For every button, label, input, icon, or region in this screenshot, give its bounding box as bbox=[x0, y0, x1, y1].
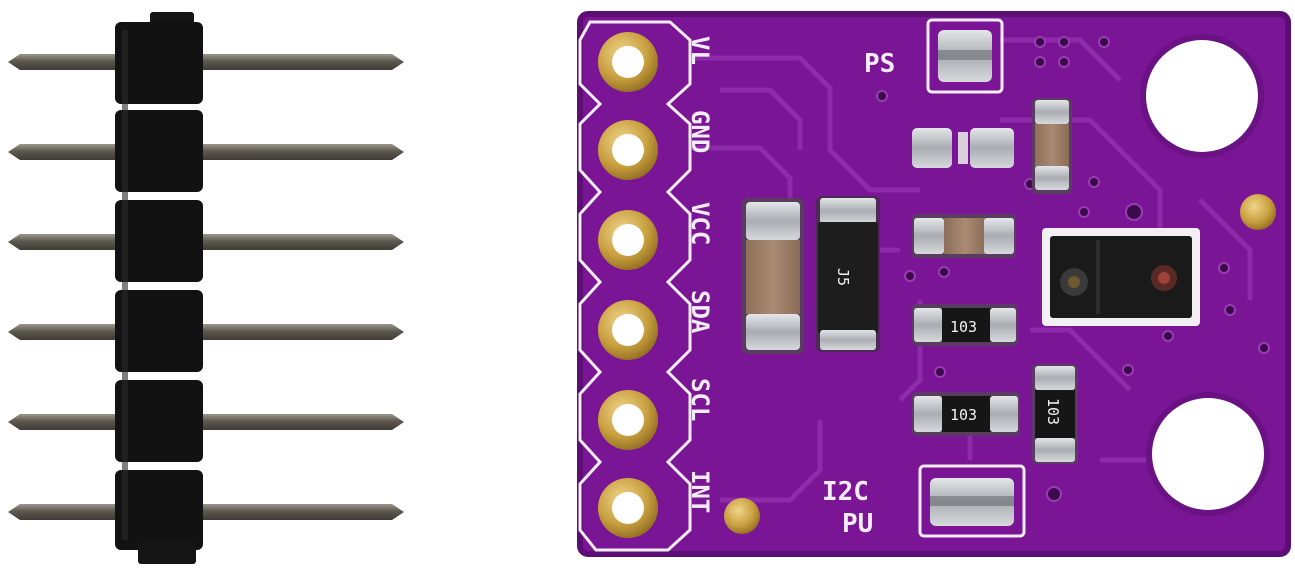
pad-vl bbox=[598, 32, 658, 92]
mounting-holes bbox=[1140, 34, 1270, 516]
header-pin bbox=[8, 504, 404, 520]
resistor-a: 103 bbox=[912, 304, 1018, 346]
resistor-b: 103 bbox=[912, 392, 1020, 436]
pin-label-vl: VL bbox=[686, 36, 714, 65]
capacitor-large bbox=[742, 198, 804, 354]
sensor-board: VL GND VCC SDA SCL INT bbox=[577, 11, 1291, 557]
pin-label-sda: SDA bbox=[686, 290, 714, 334]
pad-gnd bbox=[598, 120, 658, 180]
resistor-c-marking: 103 bbox=[1044, 398, 1062, 425]
smd-pair-top bbox=[912, 128, 1014, 168]
pin-pads bbox=[598, 32, 658, 538]
jumper-ps: PS bbox=[864, 18, 1004, 94]
resistor-a-marking: 103 bbox=[950, 318, 977, 336]
jumper-i2c-pu: I2C PU bbox=[822, 464, 1026, 539]
pin-label-vcc: VCC bbox=[686, 202, 714, 245]
capacitor-vertical bbox=[1032, 98, 1072, 194]
ic-marking: J5 bbox=[834, 268, 852, 286]
pin-pads-outline bbox=[578, 20, 692, 552]
pad-sda bbox=[598, 300, 658, 360]
gold-vias bbox=[724, 194, 1276, 534]
label-pu: PU bbox=[842, 509, 873, 539]
label-i2c: I2C bbox=[822, 477, 869, 507]
pad-vcc bbox=[598, 210, 658, 270]
header-pin bbox=[8, 414, 404, 430]
pad-scl bbox=[598, 390, 658, 450]
header-pins bbox=[8, 54, 404, 520]
pad-int bbox=[598, 478, 658, 538]
resistor-b-marking: 103 bbox=[950, 406, 977, 424]
pin-label-scl: SCL bbox=[686, 378, 714, 421]
optical-sensor bbox=[1042, 228, 1200, 326]
pin-label-int: INT bbox=[686, 470, 714, 513]
pin-label-gnd: GND bbox=[686, 110, 714, 153]
header-pin bbox=[8, 324, 404, 340]
small-vias bbox=[876, 36, 1270, 502]
header-pin bbox=[8, 234, 404, 250]
label-ps: PS bbox=[864, 49, 895, 79]
header-pin bbox=[8, 144, 404, 160]
capacitor-horizontal bbox=[912, 214, 1016, 258]
ic-j5: J5 bbox=[816, 196, 880, 352]
header-pin bbox=[8, 54, 404, 70]
resistor-c: 103 bbox=[1032, 364, 1078, 464]
pin-header bbox=[8, 12, 404, 564]
pin-labels: VL GND VCC SDA SCL INT bbox=[686, 36, 714, 513]
header-plastic bbox=[115, 12, 203, 564]
